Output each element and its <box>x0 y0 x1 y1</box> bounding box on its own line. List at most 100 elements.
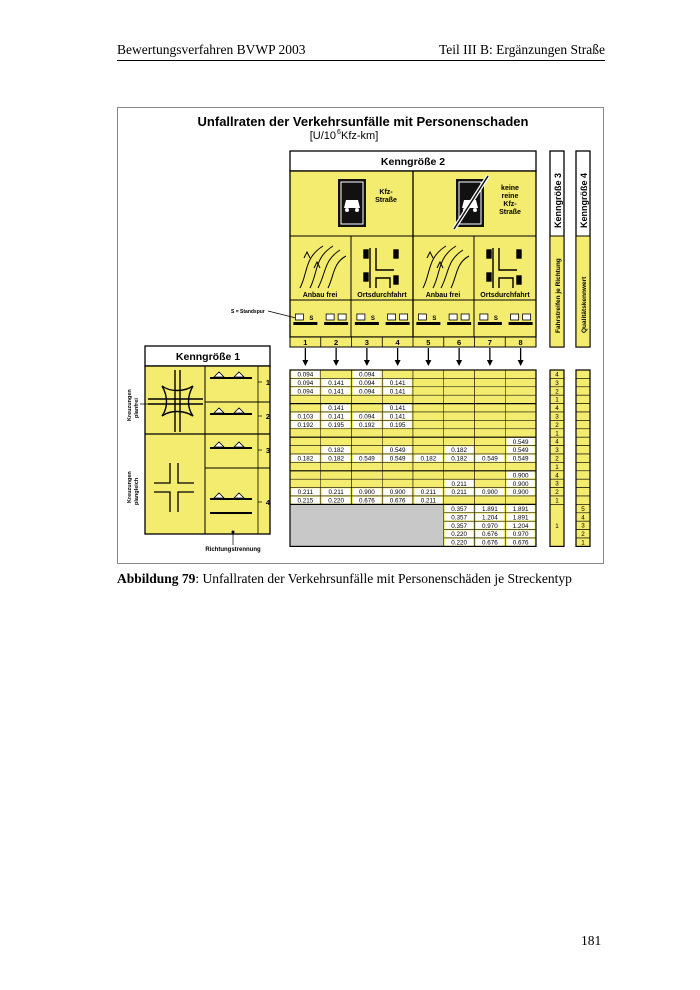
k4-cell <box>575 495 591 505</box>
k4-cell <box>575 453 591 463</box>
car-icon <box>337 313 347 321</box>
grid-cell <box>474 462 506 472</box>
grid-cell <box>443 411 475 421</box>
grid-cell <box>443 394 475 404</box>
arrow-head-icon <box>394 360 401 366</box>
standspur-s: S <box>309 316 313 322</box>
value-bg <box>445 446 473 454</box>
lane-icon <box>477 322 502 325</box>
car-icon <box>356 313 366 321</box>
grid-cell <box>320 529 352 539</box>
lane-icon <box>508 322 533 325</box>
ortsdurchfahrt-2: Ortsdurchfahrt <box>480 292 530 299</box>
nkfz-label-2: reine <box>502 193 519 200</box>
col-number: 6 <box>457 338 461 347</box>
k4-cell <box>575 369 591 379</box>
vehicle-icon <box>213 371 245 378</box>
k4-cell <box>575 462 591 472</box>
vehicle-icon <box>213 492 245 499</box>
value-bg <box>322 496 350 504</box>
kreuz-plangleich-2: plangleich <box>134 477 140 505</box>
grid-cell <box>505 420 537 430</box>
value-bg <box>383 404 412 412</box>
value-cell: 0.211 <box>328 489 344 496</box>
grid-cell <box>443 369 475 379</box>
k4-cell <box>575 428 591 438</box>
grid-cell <box>412 445 444 455</box>
town-road-icon <box>363 248 399 288</box>
arrow-head-icon <box>302 360 309 366</box>
value-cell: 0.094 <box>359 388 375 395</box>
interchange-icon <box>148 370 203 432</box>
car-icon <box>417 313 427 321</box>
arrow-head-icon <box>425 360 432 366</box>
value-bg <box>383 379 412 386</box>
grid-cell <box>351 512 383 522</box>
grid-cell <box>505 378 537 388</box>
value-bg <box>291 412 320 420</box>
value-bg <box>506 530 535 538</box>
value-bg <box>322 412 350 420</box>
value-bg <box>322 404 350 412</box>
value-cell: 0.900 <box>359 489 375 496</box>
grid-cell <box>412 403 444 413</box>
grid-cell <box>474 403 506 413</box>
kreuz-planfrei-2: planfrei <box>134 398 140 418</box>
arrow-head-icon <box>333 360 340 366</box>
arrow-head-icon <box>517 360 524 366</box>
ortsdurchfahrt-1: Ortsdurchfahrt <box>357 292 407 299</box>
k4-cell <box>575 445 591 455</box>
kfz-label-1: Kfz- <box>379 189 393 196</box>
value-cell: 0.211 <box>451 489 467 496</box>
grid-cell <box>320 436 352 446</box>
grid-cell <box>320 504 352 514</box>
value-bg <box>445 505 473 512</box>
value-cell: 0.220 <box>328 498 344 505</box>
value-cell: 0.549 <box>482 456 498 463</box>
k2-block: Kenngröße 2 <box>289 150 537 338</box>
value-cell: 0.141 <box>390 380 406 387</box>
k3-value: 2 <box>555 489 559 496</box>
value-cell: 0.549 <box>513 439 529 446</box>
figure-caption: Abbildung 79: Unfallraten der Verkehrsun… <box>117 571 572 587</box>
figure-unit-tail: Kfz-km] <box>341 130 378 142</box>
car-icon <box>522 313 532 321</box>
value-cell: 0.094 <box>359 414 375 421</box>
value-cell: 1.891 <box>513 514 529 521</box>
col-number: 4 <box>396 338 401 347</box>
vehicle-icon <box>213 407 245 414</box>
k4-cell <box>575 478 591 488</box>
k4-value: 1 <box>581 540 585 547</box>
grid-cell <box>351 537 383 547</box>
figure-unit-sup: 6 <box>337 129 341 136</box>
lane-icon <box>447 322 472 325</box>
grid-cell <box>289 529 321 539</box>
k3-value: 4 <box>555 439 559 446</box>
value-bg <box>291 488 320 496</box>
car-icon <box>387 313 397 321</box>
header-right: Teil III B: Ergänzungen Straße <box>438 42 605 57</box>
k4-cell <box>575 411 591 421</box>
k4-label: Kenngröße 4 <box>579 173 589 228</box>
value-cell: 1.891 <box>482 506 498 513</box>
k3-column: Kenngröße 3 Fahrstreifen je Richtung <box>549 150 565 348</box>
value-bg <box>383 387 412 395</box>
value-cell: 0.676 <box>359 498 375 505</box>
k2-label: Kenngröße 2 <box>381 156 445 168</box>
value-bg <box>506 505 535 512</box>
nkfz-label-1: keine <box>501 185 519 192</box>
grid-cell <box>412 369 444 379</box>
grid-cell <box>382 428 414 438</box>
value-cell: 0.215 <box>297 498 313 505</box>
grid-cell <box>320 462 352 472</box>
value-bg <box>383 412 412 420</box>
value-cell: 0.094 <box>297 372 313 379</box>
value-bg <box>322 454 350 462</box>
arrow-head-icon <box>486 360 493 366</box>
grid-cell <box>382 537 414 547</box>
value-bg <box>291 421 320 428</box>
grid-cell <box>443 386 475 396</box>
